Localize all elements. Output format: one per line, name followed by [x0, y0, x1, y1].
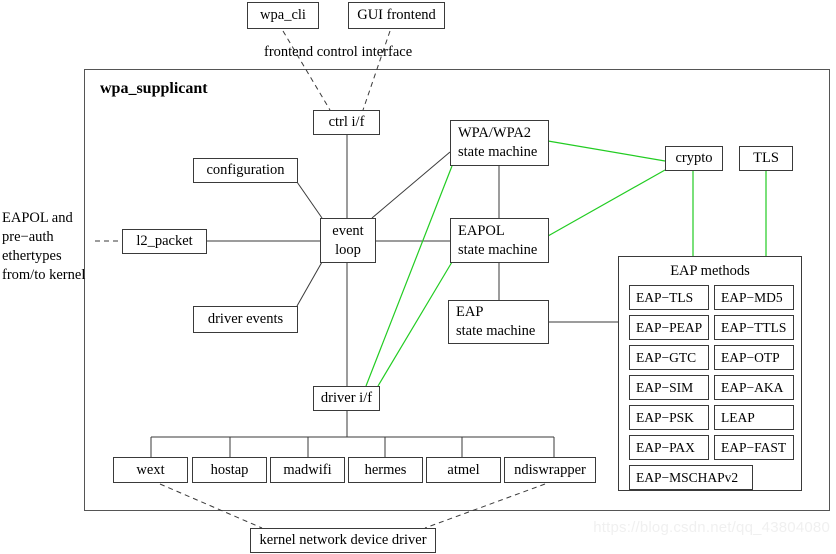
box-eapol-state-machine[interactable]: EAPOL state machine	[450, 218, 549, 263]
eap-method-eap-sim[interactable]: EAP−SIM	[629, 375, 709, 400]
watermark: https://blog.csdn.net/qq_43804080	[593, 519, 830, 536]
box-driver-hostap[interactable]: hostap	[192, 457, 267, 483]
box-driver-events[interactable]: driver events	[193, 306, 298, 333]
box-wpa-wpa2-state-machine[interactable]: WPA/WPA2 state machine	[450, 120, 549, 166]
driver-hermes-label: hermes	[364, 461, 407, 478]
box-configuration[interactable]: configuration	[193, 158, 298, 183]
eap-methods-title: EAP methods	[670, 263, 750, 279]
box-driver-madwifi[interactable]: madwifi	[270, 457, 345, 483]
eapol-kernel-annotation: EAPOL and pre−auth ethertypes from/to ke…	[2, 210, 86, 283]
box-wpa-cli[interactable]: wpa_cli	[247, 2, 319, 29]
greenline-driverif-to-eapolsm	[377, 261, 453, 387]
driver-events-label: driver events	[207, 311, 284, 328]
box-driver-if[interactable]: driver i/f	[313, 386, 380, 411]
eap-methods-panel: EAP methods EAP−TLS EAP−MD5 EAP−PEAP EAP…	[618, 256, 802, 491]
eap-method-eap-mschapv2[interactable]: EAP−MSCHAPv2	[629, 465, 753, 490]
greenline-eapolsm-to-crypto	[547, 169, 666, 237]
dashed-wext-to-kernel	[159, 483, 263, 529]
eap-method-eap-psk[interactable]: EAP−PSK	[629, 405, 709, 430]
gui-frontend-label: GUI frontend	[357, 7, 436, 24]
driver-atmel-label: atmel	[447, 461, 480, 478]
eap-method-eap-md5[interactable]: EAP−MD5	[714, 285, 794, 310]
driver-hostap-label: hostap	[210, 461, 249, 478]
dashed-wpa-cli-to-ctrl	[282, 30, 331, 111]
event-loop-label-line1: event	[332, 222, 364, 239]
eap-method-eap-aka[interactable]: EAP−AKA	[714, 375, 794, 400]
box-driver-hermes[interactable]: hermes	[348, 457, 423, 483]
box-crypto[interactable]: crypto	[665, 146, 723, 171]
box-ctrl-if[interactable]: ctrl i/f	[313, 110, 380, 135]
box-kernel-network-device-driver[interactable]: kernel network device driver	[250, 528, 436, 553]
box-gui-frontend[interactable]: GUI frontend	[348, 2, 445, 29]
driver-madwifi-label: madwifi	[283, 461, 332, 478]
driver-wext-label: wext	[136, 461, 165, 478]
eap-method-eap-peap[interactable]: EAP−PEAP	[629, 315, 709, 340]
eap-method-eap-tls[interactable]: EAP−TLS	[629, 285, 709, 310]
box-driver-atmel[interactable]: atmel	[426, 457, 501, 483]
greenline-wpasm-to-crypto	[547, 140, 666, 162]
box-driver-ndiswrapper[interactable]: ndiswrapper	[504, 457, 596, 483]
eap-method-eap-gtc[interactable]: EAP−GTC	[629, 345, 709, 370]
configuration-label: configuration	[206, 162, 285, 179]
page-title: wpa_supplicant	[100, 80, 208, 97]
box-event-loop[interactable]: event loop	[320, 218, 376, 263]
line-config-to-eventloop	[296, 181, 323, 219]
frontend-control-interface-label: frontend control interface	[264, 44, 413, 60]
event-loop-label-line2: loop	[335, 241, 361, 258]
box-driver-wext[interactable]: wext	[113, 457, 188, 483]
crypto-label: crypto	[675, 150, 713, 167]
wpa-sm-label-line1: WPA/WPA2	[458, 125, 532, 142]
ctrl-if-label: ctrl i/f	[328, 114, 365, 131]
box-eap-state-machine[interactable]: EAP state machine	[448, 300, 549, 344]
eap-sm-label-line2: state machine	[456, 323, 536, 339]
wpa-cli-label: wpa_cli	[260, 7, 306, 24]
eapol-sm-label-line2: state machine	[458, 241, 538, 258]
dashed-gui-to-ctrl	[362, 30, 391, 111]
eap-method-eap-pax[interactable]: EAP−PAX	[629, 435, 709, 460]
wpa-supplicant-frame	[84, 69, 830, 511]
eap-sm-label-line1: EAP	[456, 304, 484, 321]
eap-method-eap-ttls[interactable]: EAP−TTLS	[714, 315, 794, 340]
tls-label: TLS	[753, 150, 779, 167]
greenline-driverif-to-wpasm	[365, 165, 453, 387]
dashed-ndiswrapper-to-kernel	[424, 483, 546, 529]
line-eventloop-to-wpasm	[371, 151, 451, 219]
eap-method-eap-otp[interactable]: EAP−OTP	[714, 345, 794, 370]
eapol-sm-label-line1: EAPOL	[458, 222, 505, 239]
line-driverevents-to-eventloop	[296, 261, 323, 307]
driver-if-label: driver i/f	[320, 390, 373, 407]
box-l2-packet[interactable]: l2_packet	[122, 229, 207, 254]
l2-packet-label: l2_packet	[136, 233, 193, 250]
kernel-driver-label: kernel network device driver	[259, 532, 427, 549]
wpa-sm-label-line2: state machine	[458, 144, 538, 160]
eap-method-eap-fast[interactable]: EAP−FAST	[714, 435, 794, 460]
box-tls[interactable]: TLS	[739, 146, 793, 171]
eap-method-leap[interactable]: LEAP	[714, 405, 794, 430]
driver-ndiswrapper-label: ndiswrapper	[514, 461, 586, 478]
